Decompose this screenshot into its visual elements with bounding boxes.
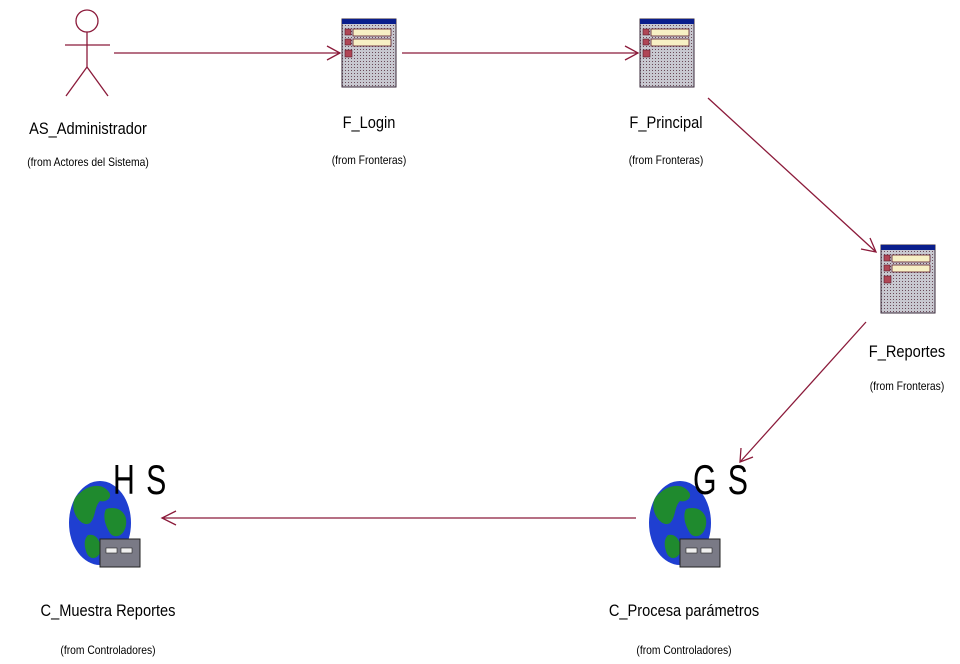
procesa-from: (from Controladores) xyxy=(636,643,732,657)
form-icon-login[interactable] xyxy=(341,18,397,88)
muestra-stereotype-letters: H S xyxy=(113,456,168,503)
link-login-principal[interactable] xyxy=(402,45,640,61)
link-admin-login[interactable] xyxy=(114,45,342,61)
reportes-from: (from Fronteras) xyxy=(869,379,945,393)
link-principal-reportes[interactable] xyxy=(707,97,878,253)
procesa-stereotype-letters: G S xyxy=(693,456,750,503)
login-name: F_Login xyxy=(342,113,396,132)
procesa-name: C_Procesa parámetros xyxy=(608,601,760,620)
admin-from: (from Actores del Sistema) xyxy=(27,155,149,169)
link-reportes-procesa[interactable] xyxy=(739,321,867,463)
principal-name: F_Principal xyxy=(629,113,703,132)
form-icon-reportes[interactable] xyxy=(880,244,936,314)
actor-icon[interactable] xyxy=(65,9,110,97)
principal-from: (from Fronteras) xyxy=(628,153,704,167)
muestra-from: (from Controladores) xyxy=(60,643,156,657)
form-icon-principal[interactable] xyxy=(639,18,695,88)
link-procesa-muestra[interactable] xyxy=(160,510,636,526)
reportes-name: F_Reportes xyxy=(868,342,946,361)
muestra-name: C_Muestra Reportes xyxy=(40,601,176,620)
connectors xyxy=(114,45,878,526)
admin-name: AS_Administrador xyxy=(29,119,147,138)
login-from: (from Fronteras) xyxy=(331,153,407,167)
